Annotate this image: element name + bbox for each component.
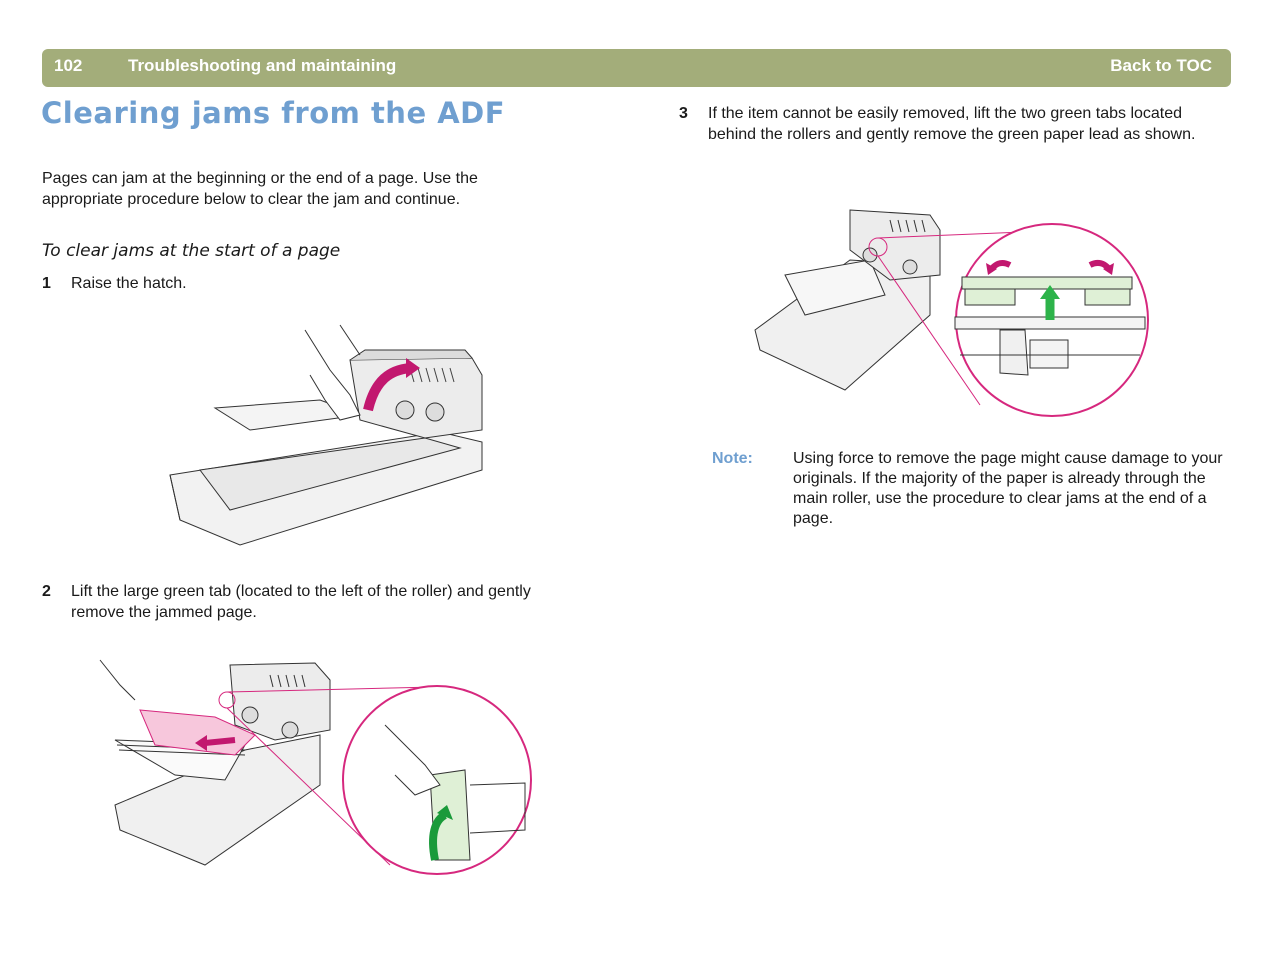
section-title: Troubleshooting and maintaining <box>128 56 397 75</box>
page-number: 102 <box>54 56 83 75</box>
step-number: 3 <box>679 105 688 122</box>
step-text: Raise the hatch. <box>71 275 187 292</box>
back-to-toc-link[interactable]: Back to TOC <box>1110 56 1212 75</box>
header-bar: 102 Troubleshooting and maintaining Back… <box>42 49 1231 87</box>
step-number: 2 <box>42 583 51 600</box>
scanner-lift-green-tab-illustration <box>99 659 532 875</box>
intro-paragraph: Pages can jam at the beginning or the en… <box>42 170 478 208</box>
note-label: Note: <box>712 450 753 467</box>
procedure-heading: To clear jams at the start of a page <box>42 241 341 261</box>
step-text: Lift the large green tab (located to the… <box>71 583 531 621</box>
page-title: Clearing jams from the ADF <box>41 96 506 130</box>
scanner-remove-paper-lead-illustration <box>754 209 1149 417</box>
step-text: If the item cannot be easily removed, li… <box>708 105 1196 143</box>
note-text: Using force to remove the page might cau… <box>793 450 1223 527</box>
scanner-raise-hatch-illustration <box>169 324 483 546</box>
step-number: 1 <box>42 275 51 292</box>
